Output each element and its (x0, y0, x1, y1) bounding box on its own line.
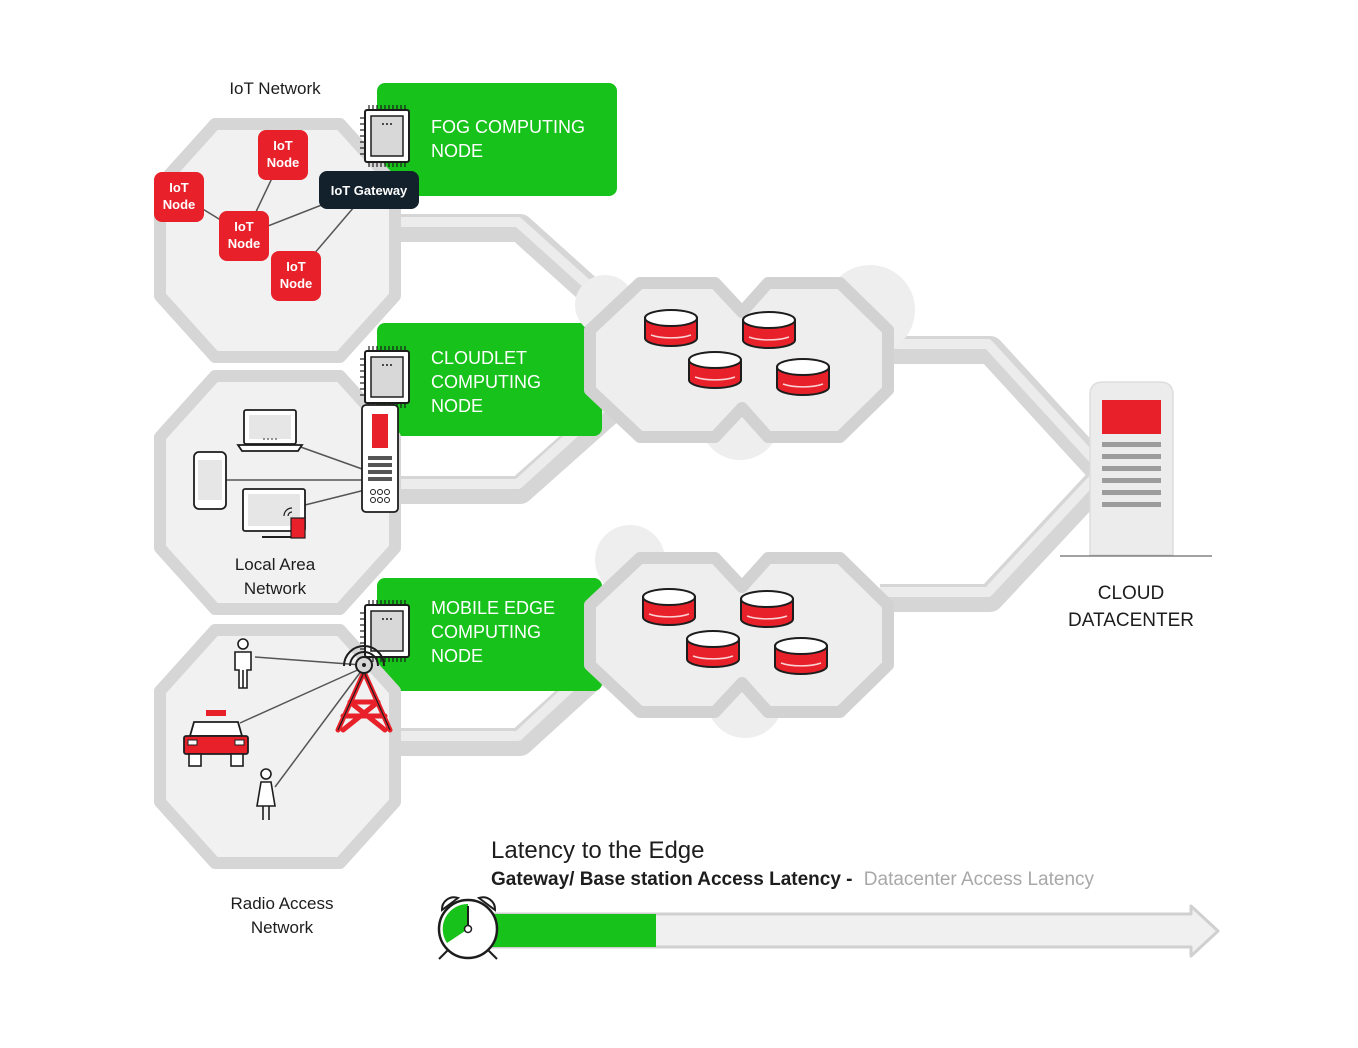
database-icon (776, 358, 830, 396)
iot-node-label-line2: Node (280, 276, 313, 291)
iot-node-label-line2: Node (228, 236, 261, 251)
lan-label-line1: Local Area (235, 555, 316, 574)
mobile-edge-node-label-line2: COMPUTING (431, 622, 541, 642)
chip-icon (359, 104, 410, 168)
database-icon (740, 590, 794, 628)
chip-icon (359, 345, 410, 409)
alarm-clock-icon (437, 896, 499, 960)
cloud-datacenter-label-line1: CLOUD (1098, 583, 1165, 604)
cloud-datacenter-label-line2: DATACENTER (1068, 610, 1194, 631)
lan-label-line2: Network (244, 579, 307, 598)
pipe-connections (395, 214, 1111, 756)
cloudlet-node-banner: CLOUDLET COMPUTING NODE (377, 323, 602, 436)
monitor-icon (242, 488, 306, 539)
mobile-edge-node-label-line1: MOBILE EDGE (431, 598, 555, 618)
iot-node: IoT Node (219, 211, 269, 261)
iot-node: IoT Node (154, 172, 204, 222)
iot-node-label-line1: IoT (169, 180, 189, 195)
car-icon (183, 710, 249, 767)
server-icon (1060, 381, 1212, 557)
latency-bar (476, 904, 1220, 958)
database-icon (642, 588, 696, 626)
iot-node: IoT Node (271, 251, 321, 301)
lan-links (226, 444, 366, 506)
fog-node-label-line2: NODE (431, 141, 483, 161)
cloudlet-node-label-line1: CLOUDLET (431, 348, 527, 368)
iot-node-label-line2: Node (163, 197, 196, 212)
cloudlet-node-label-line2: COMPUTING (431, 372, 541, 392)
iot-gateway: IoT Gateway (319, 171, 419, 209)
database-icon (742, 311, 796, 349)
mobile-edge-node-label-line3: NODE (431, 646, 483, 666)
ran-network-octagon (154, 624, 401, 869)
antenna-tower-icon (335, 645, 393, 733)
database-icon (688, 351, 742, 389)
edge-cloud-upper (575, 265, 915, 460)
latency-title: Latency to the Edge (491, 837, 705, 864)
edge-cloud-lower (584, 525, 894, 738)
iot-node-label-line1: IoT (286, 259, 306, 274)
iot-gateway-label: IoT Gateway (331, 183, 408, 198)
iot-network-label: IoT Network (229, 79, 321, 98)
cloudlet-node-label-line3: NODE (431, 396, 483, 416)
router-icon (361, 404, 399, 513)
gateway-latency-fill (478, 914, 656, 947)
ran-label-line1: Radio Access (231, 894, 334, 913)
fog-node-label-line1: FOG COMPUTING (431, 117, 585, 137)
iot-node-label-line2: Node (267, 155, 300, 170)
iot-node-label-line1: IoT (234, 219, 254, 234)
ran-label-line2: Network (251, 918, 314, 937)
phone-icon (193, 451, 227, 510)
gateway-latency-label: Gateway/ Base station Access Latency - (491, 869, 853, 890)
latency-subtitle: Gateway/ Base station Access Latency - D… (491, 869, 1095, 890)
fog-node-banner: FOG COMPUTING NODE (377, 83, 617, 196)
database-icon (644, 309, 698, 347)
database-icon (774, 637, 828, 675)
datacenter-latency-label: Datacenter Access Latency (864, 869, 1095, 890)
laptop-icon (236, 409, 304, 452)
mobile-edge-node-banner: MOBILE EDGE COMPUTING NODE (377, 578, 602, 691)
iot-node: IoT Node (258, 130, 308, 180)
iot-node-label-line1: IoT (273, 138, 293, 153)
database-icon (686, 630, 740, 668)
